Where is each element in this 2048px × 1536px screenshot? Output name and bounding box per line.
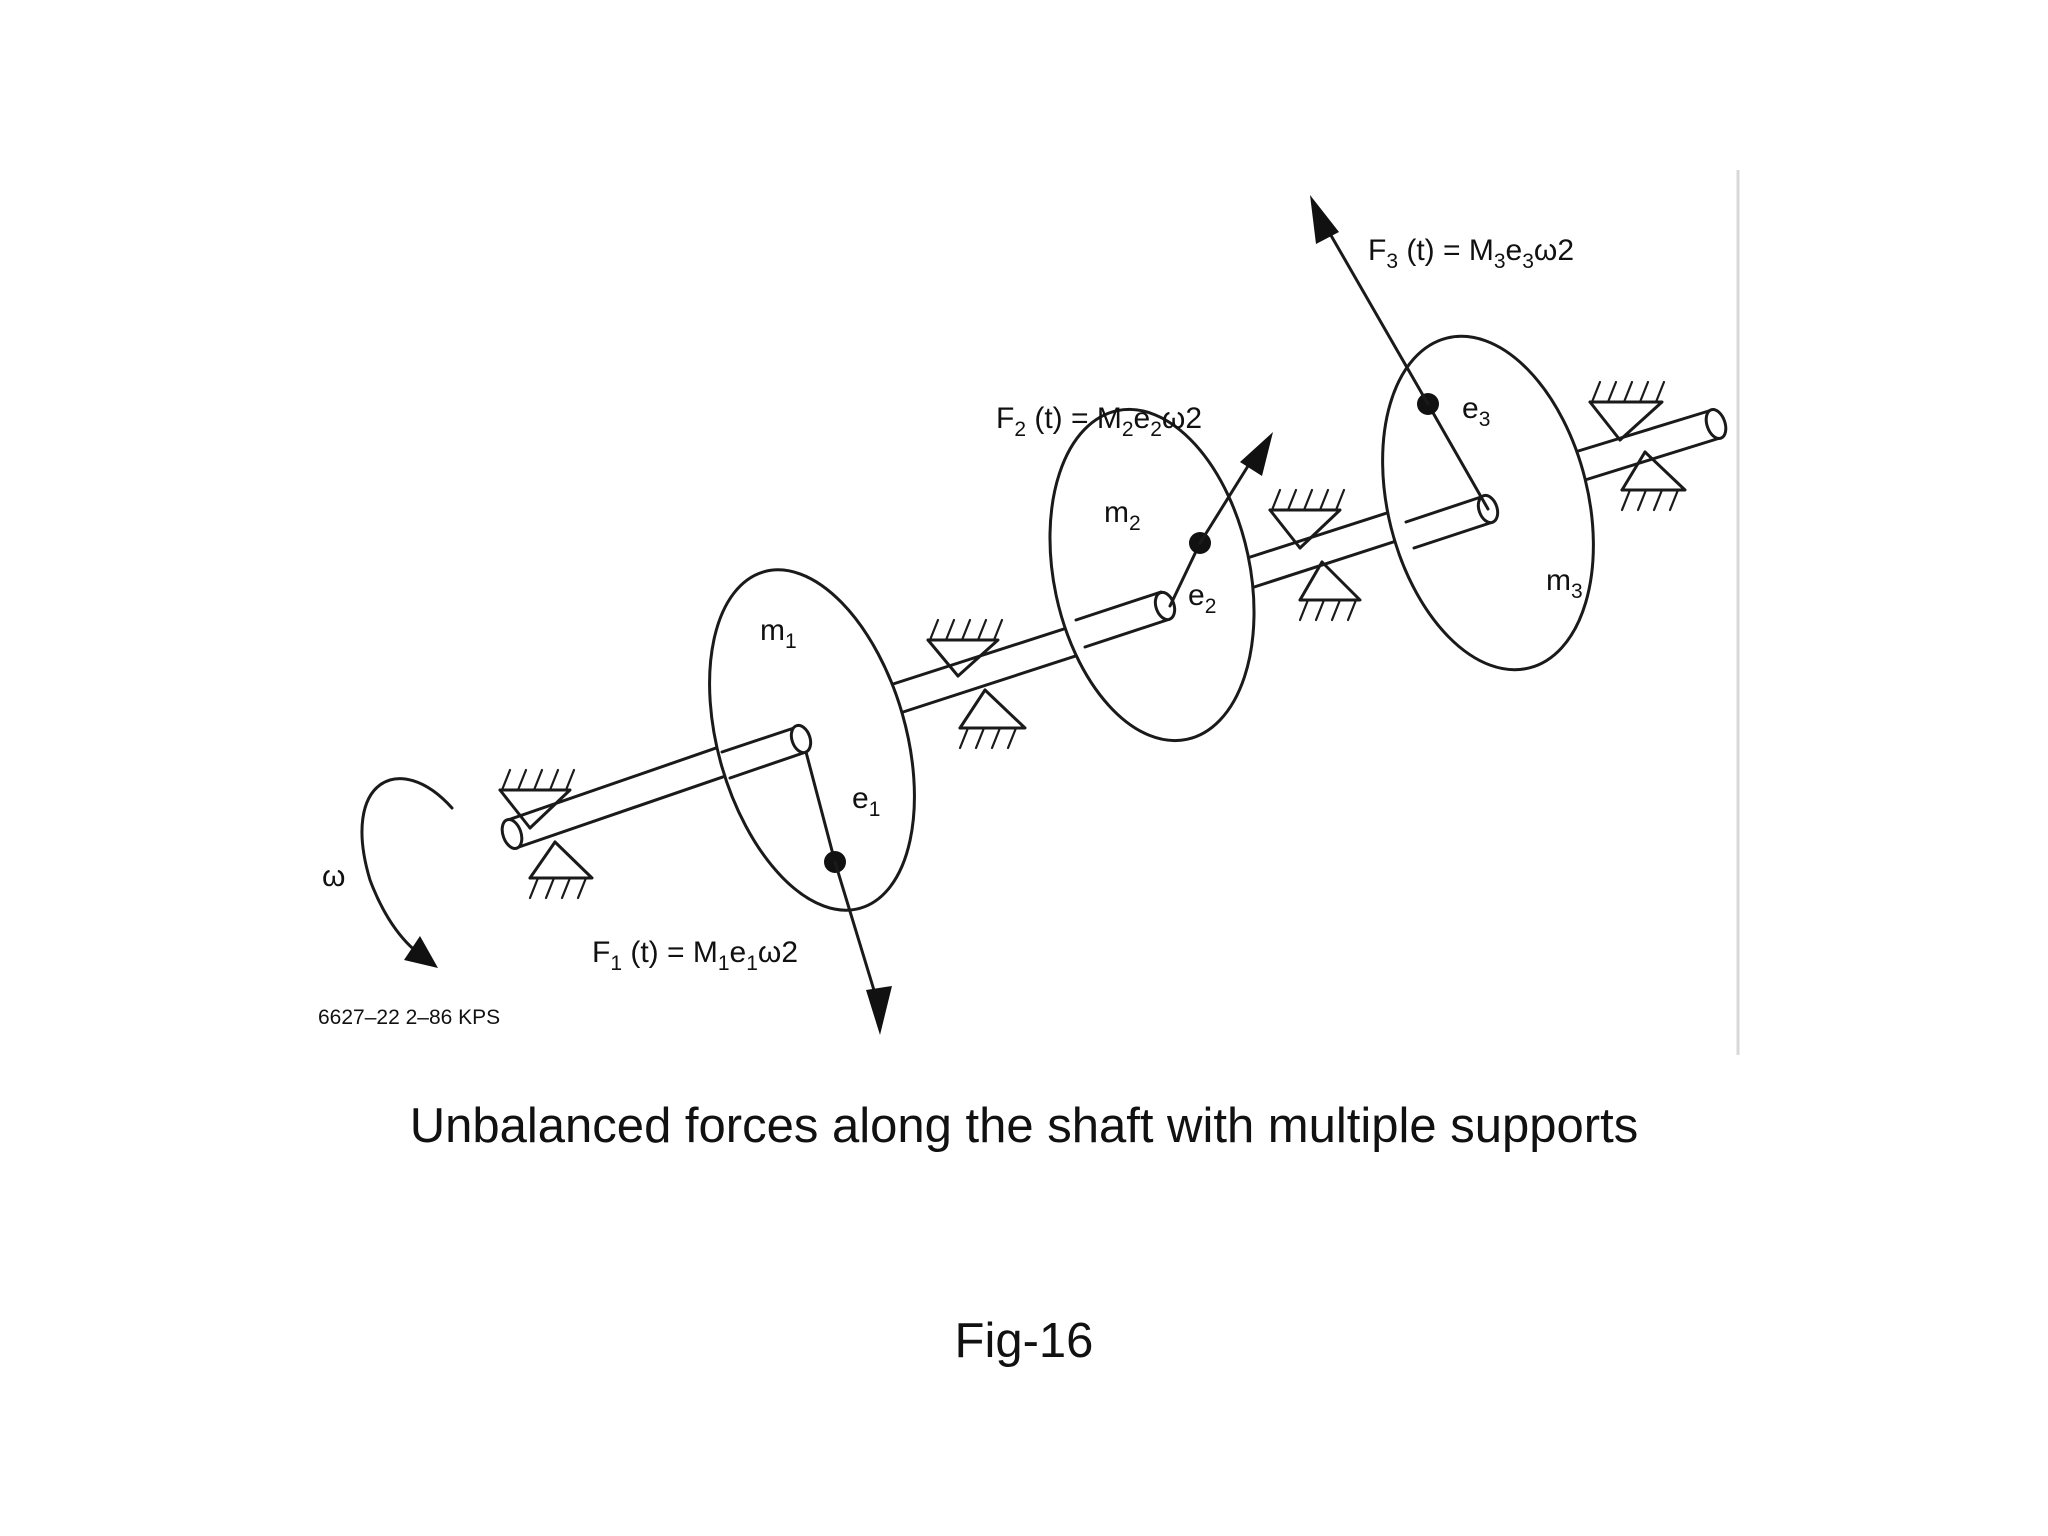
force-formula-1: F1 (t) = M1e1ω2 bbox=[592, 936, 798, 975]
eccentricity-label-3: e3 bbox=[1462, 392, 1490, 431]
bearing-support-3 bbox=[1268, 488, 1362, 622]
bearing-support-2 bbox=[926, 618, 1027, 750]
unbalance-3 bbox=[1310, 195, 1490, 511]
mass-label-2: m2 bbox=[1104, 496, 1141, 535]
hub-stub-2 bbox=[1074, 590, 1177, 649]
unbalance-2 bbox=[1168, 432, 1273, 608]
bearing-support-4 bbox=[1588, 380, 1687, 512]
force-formula-2: F2 (t) = M2e2ω2 bbox=[996, 402, 1202, 441]
mass-label-3: m3 bbox=[1546, 564, 1583, 603]
unbalance-1 bbox=[804, 750, 892, 1035]
drawing-code: 6627–22 2–86 KPS bbox=[318, 1006, 500, 1029]
rotation-arrow bbox=[360, 777, 454, 968]
shaft-segment-4 bbox=[1573, 408, 1728, 482]
mass-label-1: m1 bbox=[760, 614, 797, 653]
force-formula-3: F3 (t) = M3e3ω2 bbox=[1368, 234, 1574, 273]
omega-label: ω bbox=[322, 860, 345, 893]
hub-stub-1 bbox=[720, 723, 813, 780]
figure-label: Fig-16 bbox=[954, 1314, 1094, 1368]
bearing-support-1 bbox=[498, 768, 594, 900]
disk-2 bbox=[1048, 407, 1256, 743]
eccentricity-label-1: e1 bbox=[852, 782, 880, 821]
eccentricity-label-2: e2 bbox=[1188, 579, 1216, 618]
figure-caption: Unbalanced forces along the shaft with m… bbox=[409, 1099, 1639, 1153]
